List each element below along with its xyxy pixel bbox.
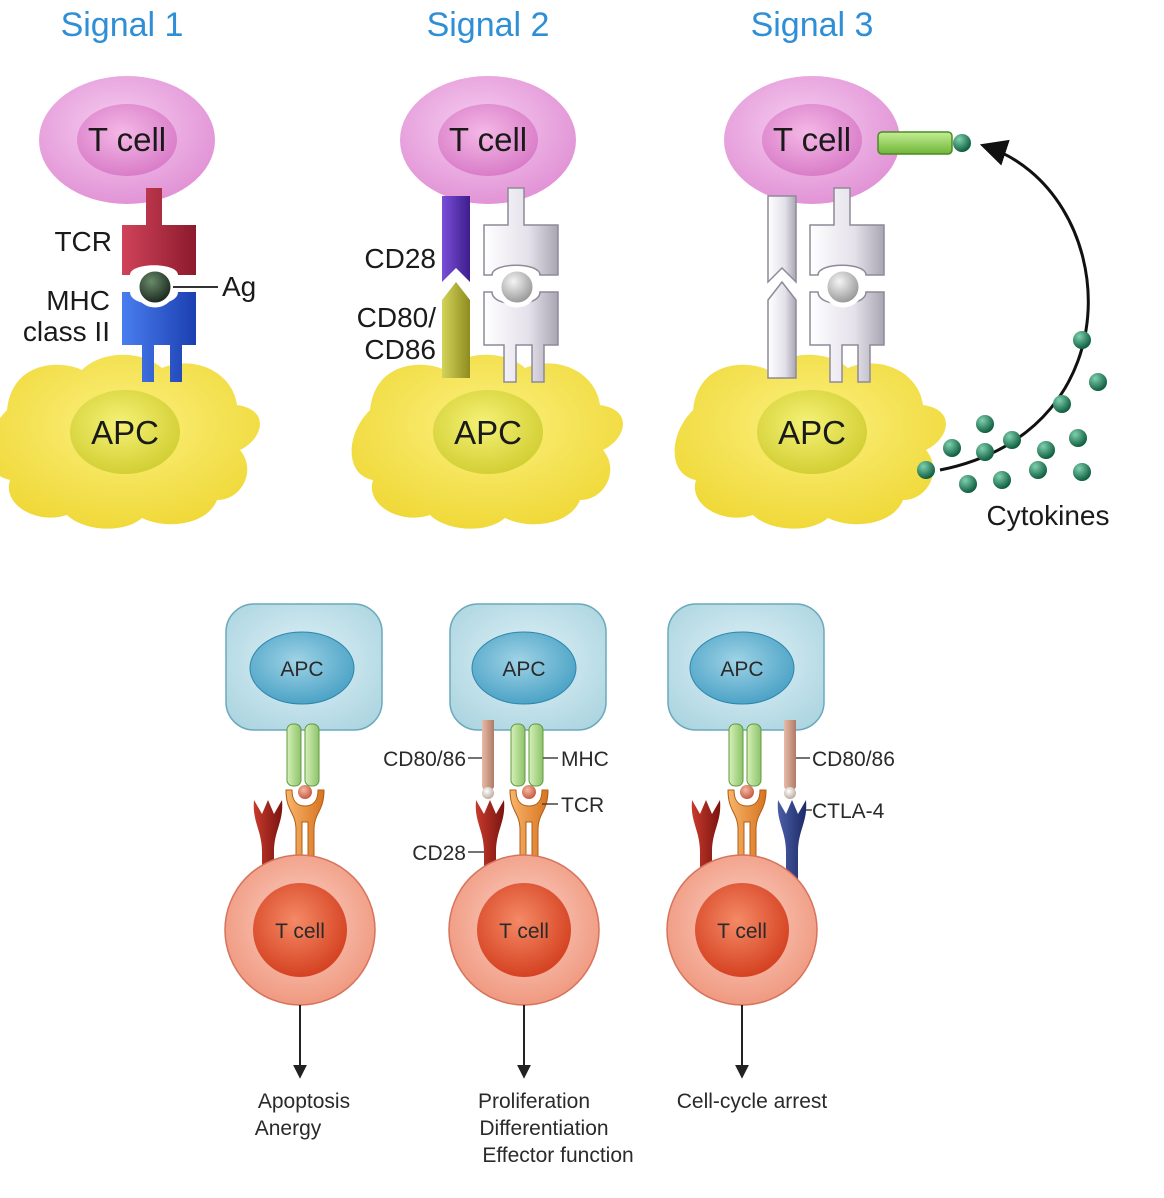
signal3-tcell-label: T cell [773,121,851,158]
signal3-cytokine-arrow [939,139,1090,472]
panel3-tcr [727,789,767,879]
panel2-outcome-2: Differentiation [479,1117,608,1140]
signal1-panel: Signal 1 T cell APC TCR Ag MHC class II [0,6,260,529]
signal3-tcell-nucleus [762,104,862,176]
panel1-tcell-label: T cell [275,920,325,943]
signal1-antigen [134,266,176,308]
bottom-panel-1: APC T cell Apoptosis Anergy [224,603,383,1140]
panel3-ctla4 [777,800,807,880]
panel2-tcr-label: TCR [561,794,604,817]
bottom-panel-2: APC T cell CD80/86 MHC TCR CD28 Prolifer… [383,603,634,1167]
signal3-panel: Signal 3 T cell APC [674,6,1110,531]
panel3-mhc-right [746,723,762,787]
panel2-cd80 [482,720,494,791]
signal3-apc-nucleus [757,390,867,474]
signal1-tcr-shape [122,188,196,275]
panel1-mhc-left [286,723,302,787]
panel3-ctla4-label: CTLA-4 [812,800,885,823]
panel2-cd28 [475,800,505,880]
panel2-mhc-right [528,723,544,787]
signal1-tcell-nucleus [77,104,177,176]
panel2-outcome-3: Effector function [482,1144,633,1167]
signal1-title: Signal 1 [61,6,184,44]
panel3-mhc-left [728,723,744,787]
panel1-outcome-1: Apoptosis [258,1090,350,1113]
panel2-tcell-inner [477,883,571,977]
signal2-antigen-grey [496,266,538,308]
panel2-cd80-label: CD80/86 [383,748,466,771]
signal2-panel: Signal 2 T cell APC CD28 CD80/ CD86 [351,6,623,529]
panel3-cd80-label: CD80/86 [812,748,895,771]
bottom-panel-3: APC T cell CD80/86 CTLA-4 Cell-cycle arr… [666,603,895,1113]
panel2-apc-nucleus [471,631,577,705]
panel1-peptide [298,785,312,799]
signal1-ag-label: Ag [222,271,256,302]
signal3-cytokine-cloud [917,331,1107,493]
signal3-mhc-silver [809,291,885,383]
signal2-cd80-label-1: CD80/ [357,302,437,333]
panel2-peptide [522,785,536,799]
panel3-tcell-label: T cell [717,920,767,943]
signal2-tcr-silver [483,187,559,276]
signal3-tcr-silver [809,187,885,276]
panel3-tcell-inner [695,883,789,977]
panel2-tcr [509,789,549,879]
panel1-apc-nucleus [249,631,355,705]
panel1-apc-label: APC [280,658,323,681]
panel3-outcome-1: Cell-cycle arrest [677,1090,828,1113]
panel2-mhc-left [510,723,526,787]
signal3-cytokine-receptor [877,131,953,155]
panel3-cd80 [784,720,796,791]
signal1-apc-label: APC [91,414,159,451]
panel3-cd28 [691,800,721,880]
signal3-bound-cytokine [953,134,971,152]
panel3-cd80-bead [784,787,796,799]
signal1-tcell-label: T cell [88,121,166,158]
signal3-cd80-silver [767,280,797,379]
signal2-cd28-shape [442,196,470,282]
signal2-cd80-shape [442,282,470,378]
panel2-cd28-label: CD28 [412,842,466,865]
signal1-tcr-label: TCR [54,226,112,257]
panel2-cd80-bead [482,787,494,799]
signal2-apc-nucleus [433,390,543,474]
panel2-outcome-1: Proliferation [478,1090,590,1113]
signal3-antigen-grey [822,266,864,308]
panel1-tcell-inner [253,883,347,977]
signal2-cd80-label-2: CD86 [364,334,436,365]
signal1-mhc-shape [122,292,196,382]
signal1-apc-nucleus [70,390,180,474]
signal1-mhc-label-2: class II [23,316,110,347]
signal2-mhc-silver [483,291,559,383]
signal2-cd28-label: CD28 [364,243,436,274]
panel1-mhc-right [304,723,320,787]
signal2-tcell-label: T cell [449,121,527,158]
signal3-apc-label: APC [778,414,846,451]
panel3-apc-nucleus [689,631,795,705]
panel1-cd28 [253,800,283,880]
signal3-cd28-silver [767,195,797,284]
signal1-mhc-label-1: MHC [46,285,110,316]
signal3-cytokines-label: Cytokines [987,500,1110,531]
signal3-title: Signal 3 [751,6,874,44]
signal2-tcell-nucleus [438,104,538,176]
signal2-apc-label: APC [454,414,522,451]
panel3-apc-label: APC [720,658,763,681]
panel2-mhc-label: MHC [561,748,609,771]
panel1-tcr [285,789,325,879]
panel2-apc-label: APC [502,658,545,681]
signal2-title: Signal 2 [427,6,550,44]
panel2-tcell-label: T cell [499,920,549,943]
panel3-peptide [740,785,754,799]
panel1-outcome-2: Anergy [255,1117,322,1140]
